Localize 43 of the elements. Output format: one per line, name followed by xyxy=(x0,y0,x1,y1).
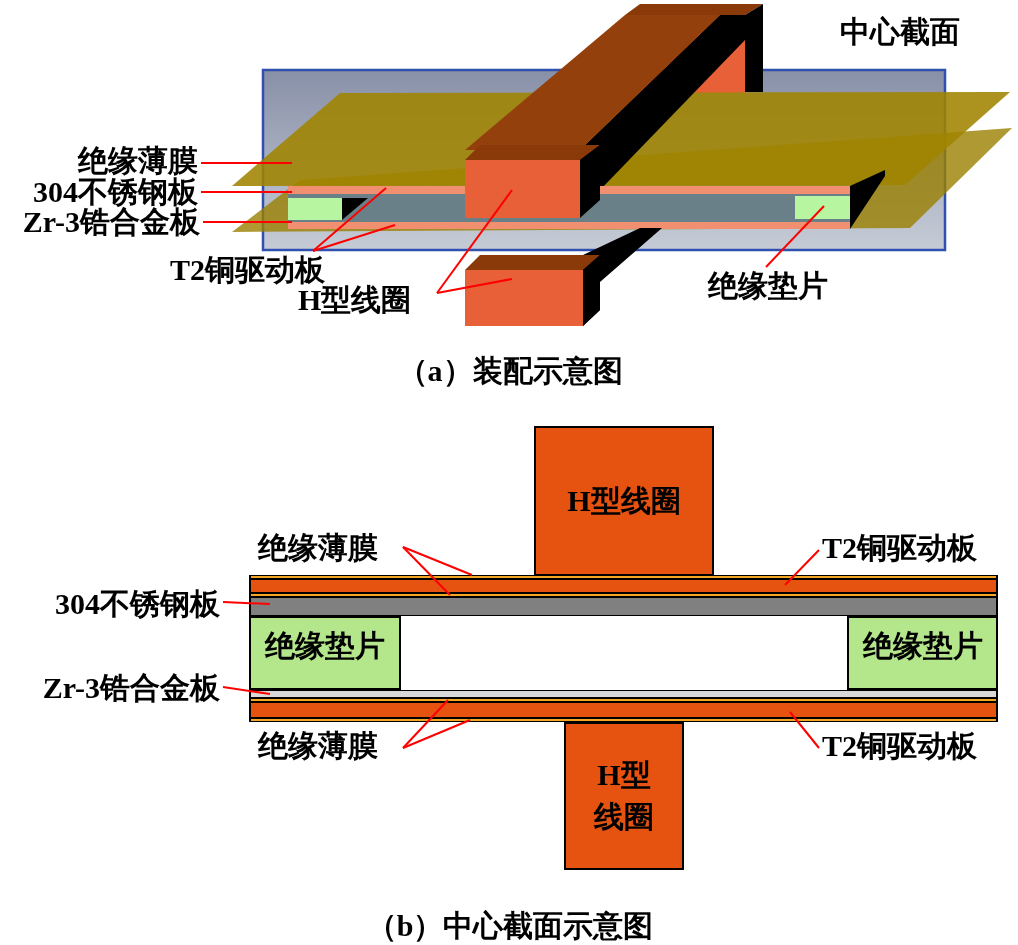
leader-line xyxy=(436,278,513,294)
leader-line xyxy=(789,711,820,749)
leader-line xyxy=(222,601,271,605)
leader-line xyxy=(312,224,396,252)
figure-caption: （a）装配示意图 xyxy=(396,355,624,387)
alloy-plate xyxy=(249,690,998,698)
spacer-pad: 绝缘垫片 xyxy=(847,616,998,690)
leader-line xyxy=(222,686,271,695)
leader-line xyxy=(402,546,473,576)
figure-caption: （b）中心截面示意图 xyxy=(365,910,655,942)
part-label: Zr-3锆合金板 xyxy=(0,206,200,238)
leader-line xyxy=(784,549,820,586)
copper-plate xyxy=(249,579,998,593)
spacer-pad: 绝缘垫片 xyxy=(249,616,401,690)
film-layer xyxy=(249,593,998,597)
steel-plate xyxy=(249,597,998,616)
leader-line xyxy=(402,546,451,596)
leader-line xyxy=(765,205,825,268)
coil-block: H型线圈 xyxy=(534,426,714,576)
leader-line xyxy=(312,187,387,252)
leader-line xyxy=(402,699,449,749)
part-label: H型线圈 xyxy=(298,284,434,316)
part-label: T2铜驱动板 xyxy=(170,254,352,286)
part-label: Zr-3锆合金板 xyxy=(6,672,220,704)
part-label: 304不锈钢板 xyxy=(10,588,220,620)
film-layer xyxy=(249,718,998,722)
part-label: T2铜驱动板 xyxy=(822,532,1004,564)
leader-line xyxy=(402,719,471,749)
coil-block: H型线圈 xyxy=(564,722,684,870)
leader-line xyxy=(200,191,293,193)
section-label: 中心截面 xyxy=(839,16,961,48)
part-label: 绝缘薄膜 xyxy=(258,730,400,762)
part-label: 绝缘薄膜 xyxy=(48,145,198,177)
part-label: T2铜驱动板 xyxy=(822,730,1004,762)
copper-plate xyxy=(249,702,998,718)
film-layer xyxy=(249,698,998,702)
part-label: 绝缘薄膜 xyxy=(258,532,400,564)
leader-line xyxy=(436,189,513,294)
film-layer xyxy=(249,575,998,579)
part-label: 304不锈钢板 xyxy=(0,176,198,208)
leader-line xyxy=(200,162,293,164)
part-label: 绝缘垫片 xyxy=(708,270,850,302)
leader-line xyxy=(202,221,293,223)
